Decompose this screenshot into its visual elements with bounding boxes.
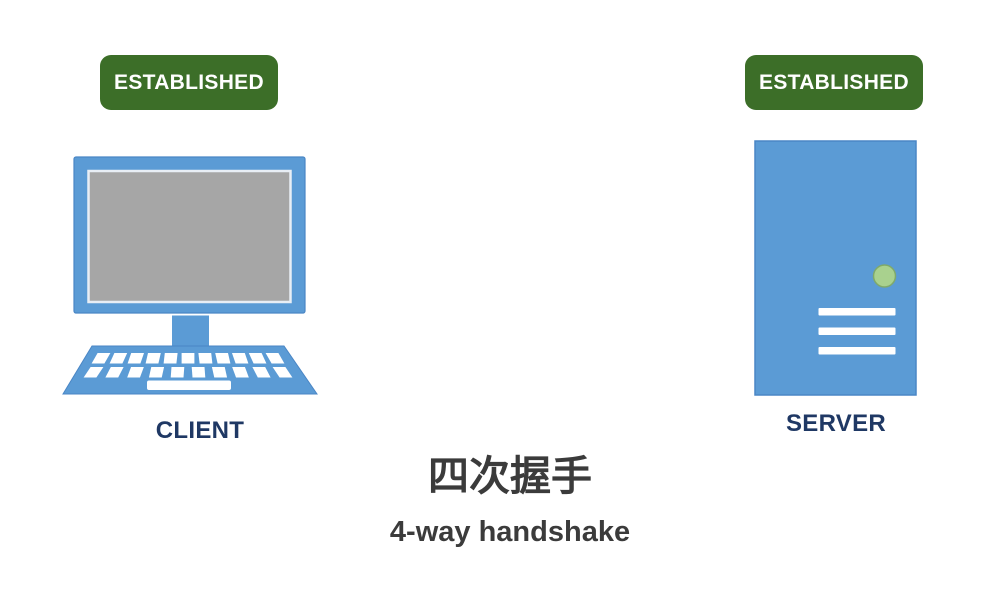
keyboard-key: [148, 367, 165, 378]
keyboard-key: [272, 367, 293, 378]
server-state-label: ESTABLISHED: [759, 70, 909, 94]
vent-bar: [818, 347, 896, 355]
keyboard-key: [198, 353, 213, 364]
keyboard-spacebar: [147, 380, 231, 390]
diagram-title-zh: 四次握手: [428, 453, 592, 499]
keyboard-key: [163, 353, 178, 364]
keyboard-key: [211, 367, 228, 378]
keyboard-key: [215, 353, 231, 364]
keyboard-key: [265, 353, 285, 364]
keyboard-key: [127, 367, 144, 378]
client-state-label: ESTABLISHED: [114, 70, 264, 94]
keyboard-key: [170, 367, 185, 378]
server-label: SERVER: [785, 410, 887, 437]
client-label: CLIENT: [155, 417, 245, 444]
vent-bar: [818, 308, 896, 316]
monitor-screen: [87, 169, 292, 304]
keyboard-key: [232, 367, 249, 378]
keyboard-key: [181, 353, 195, 364]
keyboard-key: [83, 367, 104, 378]
desktop-computer-icon: [62, 156, 318, 395]
keyboard-key: [248, 353, 267, 364]
keyboard-key: [191, 367, 206, 378]
server-tower-icon: [754, 140, 917, 396]
client-state-badge: ESTABLISHED: [100, 55, 278, 110]
vent-bar: [818, 327, 896, 335]
keyboard-key: [109, 353, 128, 364]
keyboard-key: [145, 353, 161, 364]
keyboard-key: [232, 353, 249, 364]
keyboard-keys: [83, 353, 293, 378]
power-led-icon: [872, 264, 897, 288]
diagram-title-en: 4-way handshake: [389, 516, 631, 548]
keyboard-key: [252, 367, 271, 378]
keyboard-key: [105, 367, 124, 378]
keyboard-key: [91, 353, 111, 364]
monitor-stand: [172, 315, 209, 347]
server-state-badge: ESTABLISHED: [745, 55, 923, 110]
keyboard-key: [127, 353, 144, 364]
